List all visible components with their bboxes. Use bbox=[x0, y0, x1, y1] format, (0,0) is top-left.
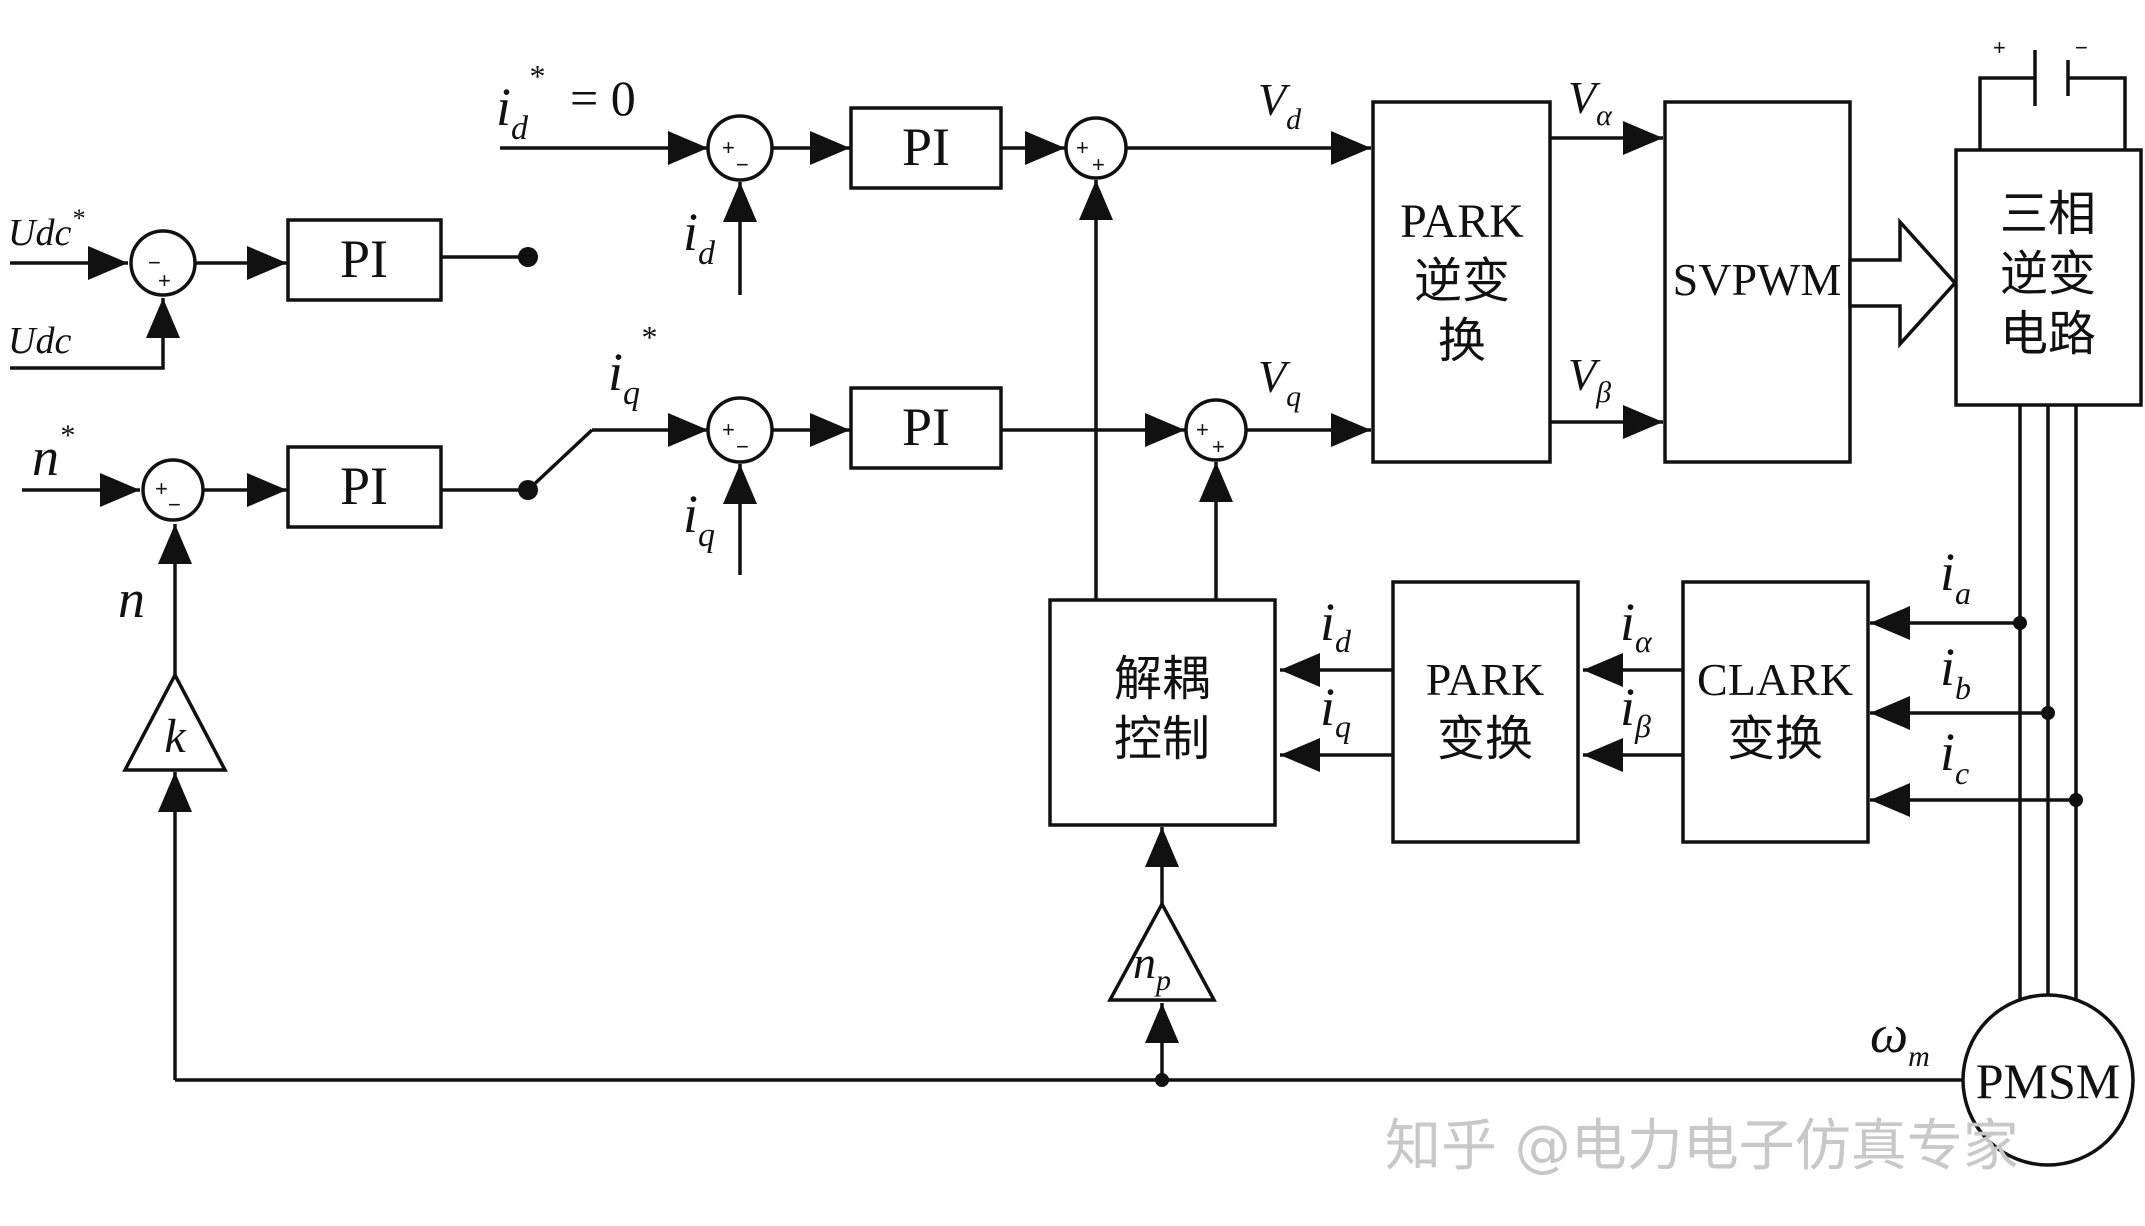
id-ref-value: = 0 bbox=[570, 70, 636, 126]
d-sum-sign-left: + bbox=[722, 135, 735, 160]
vbeta-label: Vβ bbox=[1568, 349, 1611, 409]
udc-sum-sign-top: − bbox=[148, 250, 161, 275]
q-current-loop: + − PI + + iq* iq Vq bbox=[592, 319, 1371, 575]
pi-speed-block bbox=[286, 445, 443, 529]
gain-k-triangle bbox=[122, 671, 228, 772]
vd-sum-sign-bottom: + bbox=[1092, 152, 1105, 177]
gain-np-triangle bbox=[1107, 900, 1217, 1002]
park-inverse-label-3: 换 bbox=[1438, 313, 1486, 369]
motor-section: PMSM ωm ia ib ic bbox=[175, 405, 2135, 1167]
pi-q-label: PI bbox=[902, 397, 950, 457]
watermark: 知乎 @电力电子仿真专家 bbox=[1385, 1114, 2019, 1179]
vd-label: Vd bbox=[1258, 74, 1302, 136]
vq-label: Vq bbox=[1258, 351, 1301, 413]
decouple-block bbox=[1048, 598, 1277, 827]
mode-switch-blade bbox=[526, 428, 594, 492]
d-sum-sign-bottom: − bbox=[736, 152, 749, 177]
ia-label: ia bbox=[1940, 542, 1971, 611]
pi-d-block bbox=[849, 106, 1003, 190]
udc-feedback-arrow bbox=[10, 298, 180, 370]
speed-sum-sign-left: + bbox=[155, 476, 168, 501]
feedback-junction-dot bbox=[1155, 1073, 1169, 1087]
clark-label-1: CLARK bbox=[1697, 654, 1853, 705]
gain-k-label: k bbox=[164, 710, 187, 763]
park-inverse-label-2: 逆变 bbox=[1414, 253, 1510, 309]
decouple-label-2: 控制 bbox=[1114, 711, 1210, 767]
n-label: n bbox=[118, 569, 145, 629]
valpha-label: Vα bbox=[1568, 72, 1613, 132]
ib-label: ib bbox=[1940, 637, 1971, 706]
inverter-label-1: 三相 bbox=[2000, 186, 2096, 242]
pi-udc-label: PI bbox=[340, 229, 388, 289]
pi-udc-block bbox=[286, 218, 443, 302]
id-out-label: id bbox=[1320, 592, 1352, 659]
omega-label: ωm bbox=[1870, 1004, 1930, 1073]
decouple-label-1: 解耦 bbox=[1114, 651, 1210, 707]
park-label-1: PARK bbox=[1426, 654, 1544, 705]
speed-loop: + − PI n* n k bbox=[22, 419, 594, 1080]
inverter-label-3: 电路 bbox=[2000, 306, 2096, 362]
dc-wire-left bbox=[1978, 76, 2035, 150]
clark-label-2: 变换 bbox=[1727, 711, 1823, 767]
ia-tap-dot bbox=[2013, 616, 2027, 630]
udc-sum-sign-bottom: + bbox=[158, 268, 171, 293]
pi-speed-label: PI bbox=[340, 456, 388, 516]
dc-wire-right bbox=[2068, 76, 2127, 150]
vq-sum-sign-bottom: + bbox=[1212, 434, 1225, 459]
udc-label: Udc bbox=[8, 320, 71, 362]
park-inverse-block bbox=[1371, 100, 1552, 464]
ialpha-label: iα bbox=[1620, 592, 1653, 659]
ic-tap-dot bbox=[2069, 793, 2083, 807]
q-sum-sign-left: + bbox=[722, 417, 735, 442]
modulation-chain: PARK 逆变 换 Vα Vβ SVPWM 三相 逆变 电路 + − bbox=[1371, 35, 2143, 464]
iq-ref-label: iq* bbox=[608, 319, 656, 412]
n-ref-label: n* bbox=[32, 419, 74, 487]
d-current-loop: + − PI + + id* = 0 id Vd bbox=[496, 58, 1371, 295]
pi-d-label: PI bbox=[902, 117, 950, 177]
q-sum-sign-bottom: − bbox=[736, 434, 749, 459]
pwm-hollow-arrow bbox=[1848, 217, 1958, 349]
udc-terminal-dot bbox=[518, 247, 538, 267]
decoupling: 解耦 控制 np bbox=[1048, 180, 1277, 1080]
pmsm-label: PMSM bbox=[1976, 1053, 2121, 1109]
speed-sum-sign-bottom: − bbox=[168, 492, 181, 517]
pi-q-block bbox=[849, 386, 1003, 470]
gain-np-label: np bbox=[1133, 937, 1171, 997]
park-block bbox=[1391, 580, 1580, 844]
svpwm-label: SVPWM bbox=[1673, 254, 1842, 305]
udc-ref-label: Udc* bbox=[8, 204, 84, 254]
iq-out-label: iq bbox=[1320, 677, 1351, 744]
udc-loop: − + PI Udc* Udc bbox=[8, 204, 538, 370]
ic-label: ic bbox=[1940, 722, 1969, 791]
dc-minus-sign: − bbox=[2075, 35, 2088, 60]
park-label-2: 变换 bbox=[1437, 711, 1533, 767]
dc-plus-sign: + bbox=[1993, 35, 2006, 60]
ib-tap-dot bbox=[2041, 706, 2055, 720]
feedback-transforms: CLARK 变换 iα iβ PARK 变换 id iq bbox=[1280, 580, 1870, 844]
ibeta-label: iβ bbox=[1620, 677, 1651, 744]
inverter-block bbox=[1954, 148, 2143, 407]
vq-sum-sign-left: + bbox=[1196, 417, 1209, 442]
park-inverse-label-1: PARK bbox=[1400, 195, 1524, 248]
svpwm-block bbox=[1663, 100, 1852, 464]
inverter-label-2: 逆变 bbox=[2000, 246, 2096, 302]
id-ref-label: id* bbox=[496, 58, 544, 147]
clark-block bbox=[1681, 580, 1870, 844]
vd-sum-sign-left: + bbox=[1076, 135, 1089, 160]
iq-fb-label: iq bbox=[683, 484, 715, 554]
id-fb-label: id bbox=[683, 202, 716, 272]
